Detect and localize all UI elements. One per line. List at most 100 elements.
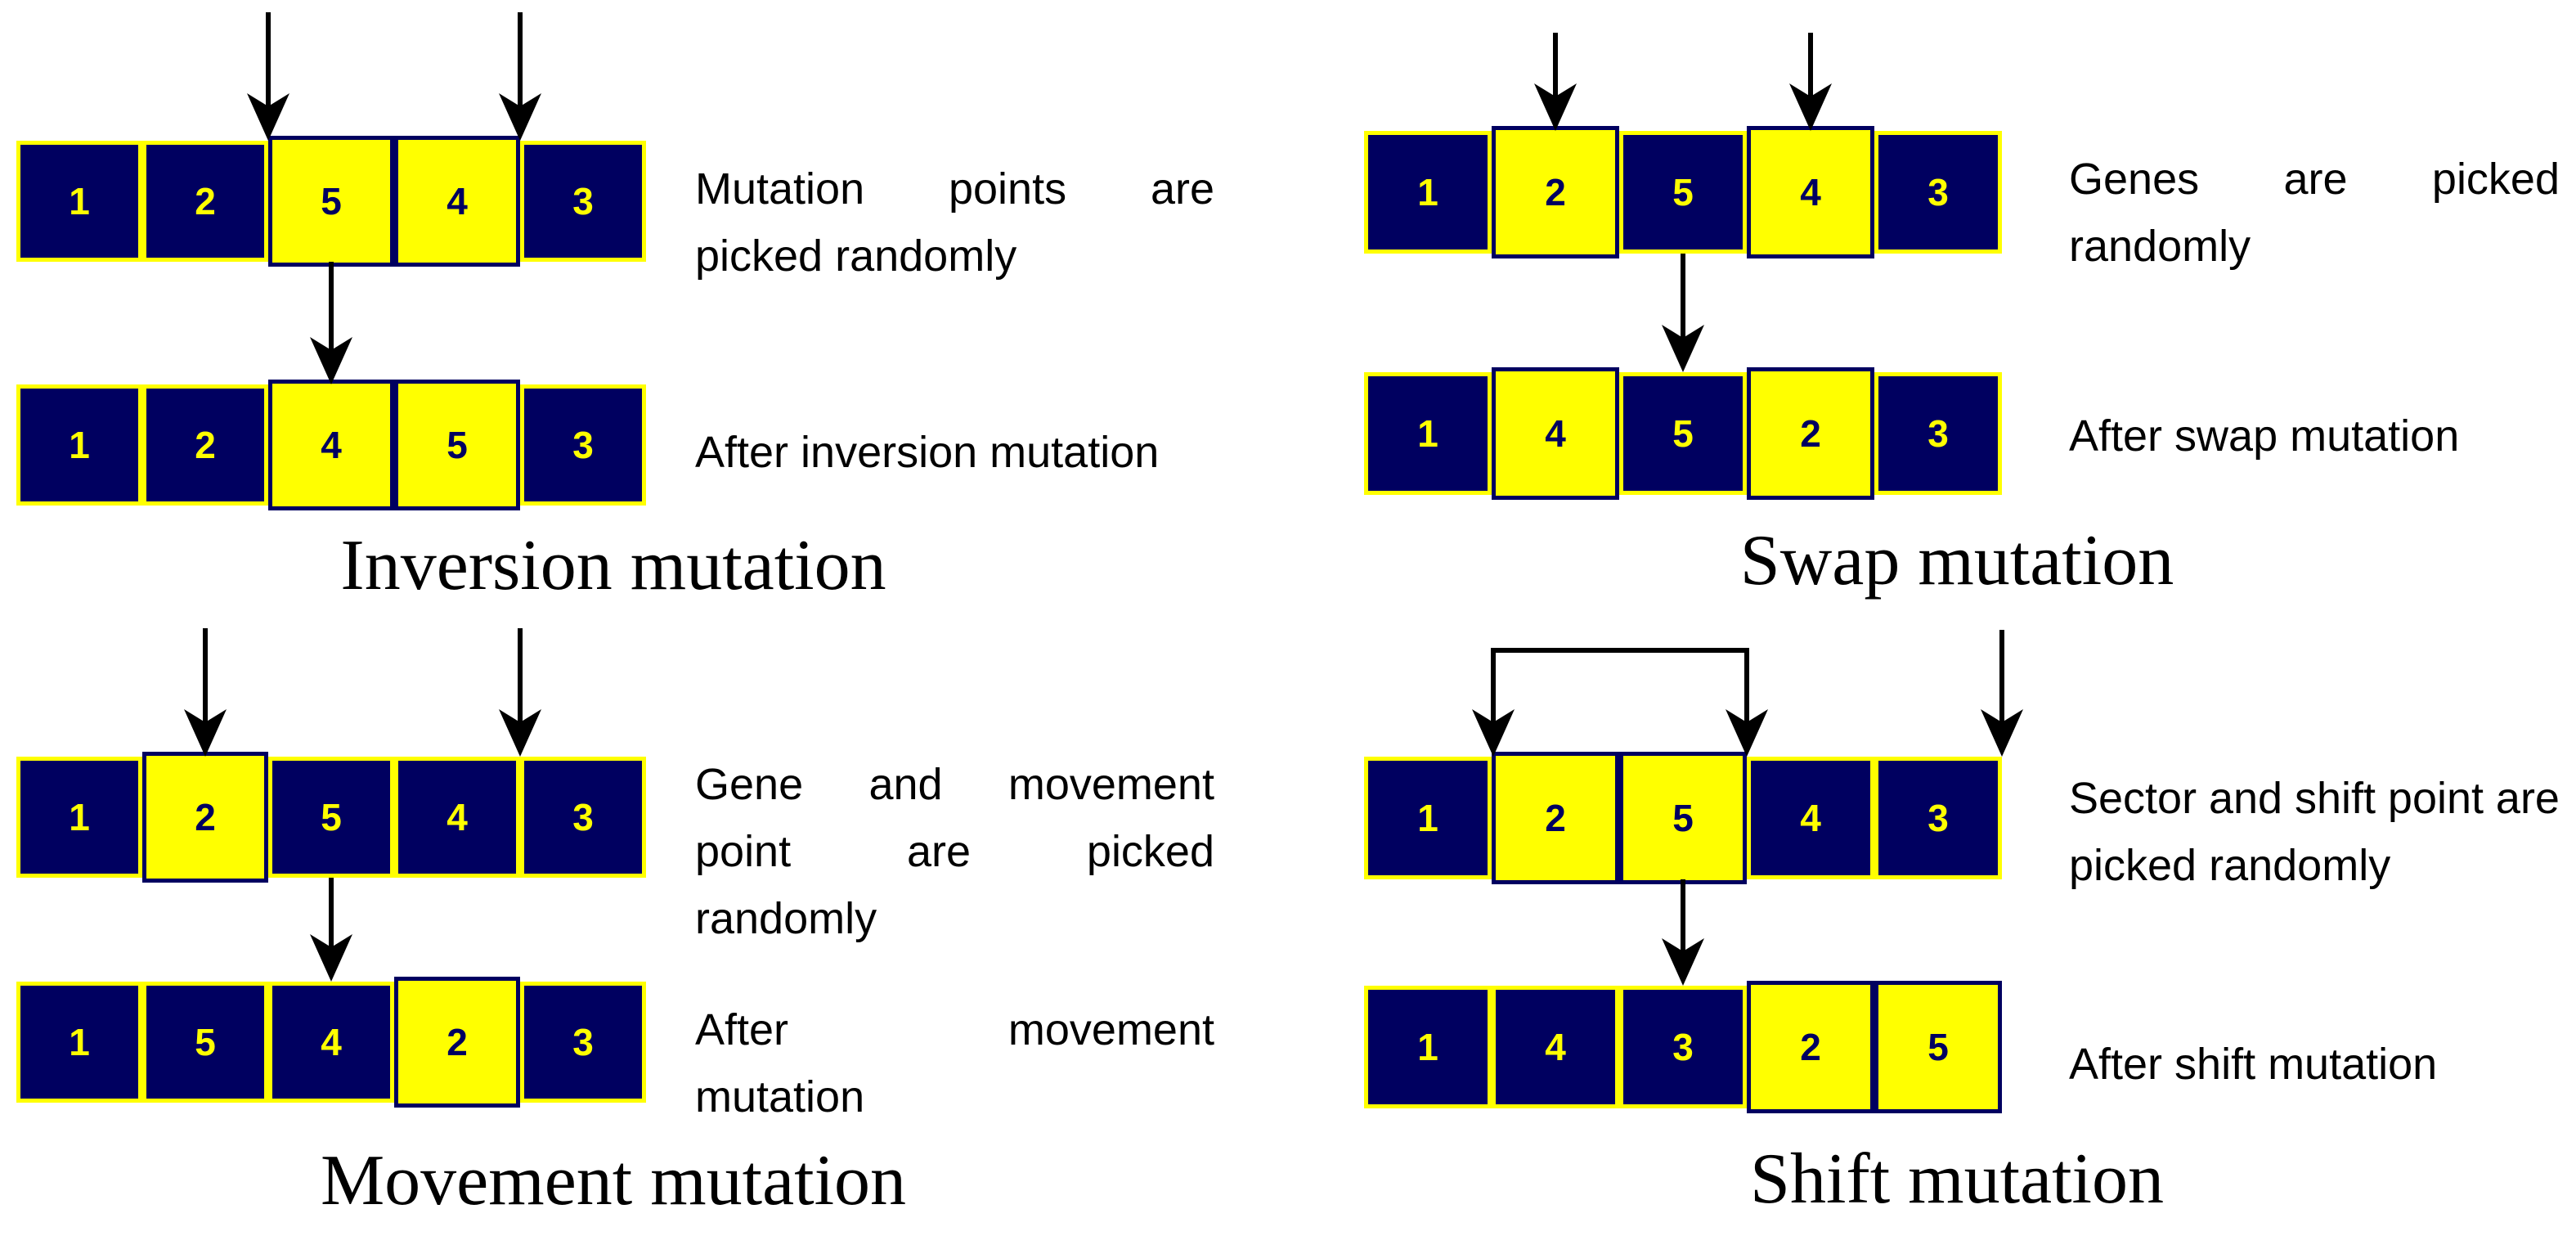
gene-value: 5 (195, 1021, 216, 1063)
movement-title: Movement mutation (320, 1141, 907, 1220)
gene-value: 1 (69, 1021, 90, 1063)
gene-cell-highlighted: 2 (1492, 126, 1619, 258)
text-line: picked randomly (695, 231, 1017, 281)
gene-value: 3 (572, 796, 594, 838)
gene-value: 4 (447, 796, 468, 838)
arrowhead (310, 337, 352, 384)
inversion-after-label: After inversion mutation (695, 419, 1214, 486)
text-line: After swap mutation (2069, 411, 2460, 461)
shift-title: Shift mutation (1750, 1139, 2164, 1219)
gene-value: 1 (69, 180, 90, 222)
arrowhead (184, 709, 227, 757)
gene-cell: 5 (1619, 131, 1747, 254)
swap-transform-arrow (1662, 254, 1704, 372)
gene-value: 1 (1417, 412, 1438, 455)
gene-cell: 5 (268, 757, 394, 878)
arrowhead (499, 93, 541, 141)
gene-value: 5 (321, 180, 342, 222)
gene-cell-highlighted: 5 (1619, 752, 1747, 884)
gene-value: 4 (1800, 171, 1821, 213)
gene-value: 5 (321, 796, 342, 838)
gene-cell-highlighted: 2 (394, 977, 520, 1108)
inversion-title: Inversion mutation (340, 526, 886, 605)
gene-value: 1 (1417, 1026, 1438, 1068)
gene-value: 4 (447, 180, 468, 222)
gene-value: 2 (195, 796, 216, 838)
movement-transform-arrow (310, 878, 352, 982)
arrowhead (1789, 83, 1832, 131)
swap-gene-arrow-left (1534, 33, 1577, 131)
gene-cell: 3 (520, 982, 646, 1103)
gene-value: 5 (1672, 171, 1694, 213)
gene-cell: 2 (142, 384, 268, 506)
gene-cell: 3 (1619, 986, 1747, 1108)
gene-value: 3 (572, 180, 594, 222)
gene-value: 1 (1417, 797, 1438, 839)
gene-value: 5 (1672, 412, 1694, 455)
gene-cell: 3 (1874, 131, 2002, 254)
arrowhead (1662, 938, 1704, 986)
gene-value: 3 (1672, 1026, 1694, 1068)
gene-cell: 3 (1874, 757, 2002, 879)
gene-value: 3 (1928, 797, 1949, 839)
gene-cell: 4 (268, 982, 394, 1103)
gene-value: 3 (572, 1021, 594, 1063)
gene-cell-highlighted: 2 (1747, 981, 1874, 1113)
inversion-transform-arrow (310, 262, 352, 384)
gene-cell: 3 (520, 757, 646, 878)
gene-cell: 5 (142, 982, 268, 1103)
shift-before-strip: 1 2 5 4 3 (1364, 752, 2002, 884)
arrowhead (499, 709, 541, 757)
inversion-mutation-point-arrow-left (247, 12, 289, 141)
gene-value: 2 (1545, 797, 1566, 839)
gene-cell-highlighted: 4 (1747, 126, 1874, 258)
movement-before-strip: 1 2 5 4 3 (16, 752, 646, 883)
movement-after-strip: 1 5 4 2 3 (16, 977, 646, 1108)
gene-cell: 1 (16, 757, 142, 878)
arrowhead (1981, 709, 2023, 757)
arrowhead (247, 93, 289, 141)
shift-sector-bracket (1472, 648, 1768, 757)
gene-cell-highlighted: 2 (1747, 367, 1874, 500)
gene-cell-highlighted: 5 (268, 136, 394, 267)
gene-value: 3 (1928, 412, 1949, 455)
gene-cell: 4 (1747, 757, 1874, 879)
gene-cell-highlighted: 4 (1492, 367, 1619, 500)
text-line: After shift mutation (2069, 1040, 2438, 1089)
gene-value: 5 (447, 424, 468, 466)
gene-cell: 1 (1364, 372, 1492, 495)
swap-gene-arrow-right (1789, 33, 1832, 131)
gene-value: 4 (1545, 412, 1566, 455)
gene-value: 2 (1800, 412, 1821, 455)
gene-cell: 3 (520, 141, 646, 262)
arrowhead (310, 934, 352, 982)
gene-value: 5 (1672, 797, 1694, 839)
shift-point-arrow (1981, 630, 2023, 757)
gene-cell: 1 (1364, 986, 1492, 1108)
gene-value: 4 (1545, 1026, 1566, 1068)
arrowhead (1534, 83, 1577, 131)
swap-after-strip: 1 4 5 2 3 (1364, 367, 2002, 500)
gene-value: 2 (447, 1021, 468, 1063)
gene-cell-highlighted: 2 (142, 752, 268, 883)
gene-value: 4 (1800, 797, 1821, 839)
shift-after-label: After shift mutation (2069, 1031, 2560, 1098)
gene-cell: 3 (520, 384, 646, 506)
gene-cell: 1 (1364, 757, 1492, 879)
text-line: picked randomly (2069, 841, 2391, 890)
text-line: randomly (695, 894, 877, 943)
gene-cell: 1 (16, 384, 142, 506)
arrowhead (1662, 325, 1704, 372)
